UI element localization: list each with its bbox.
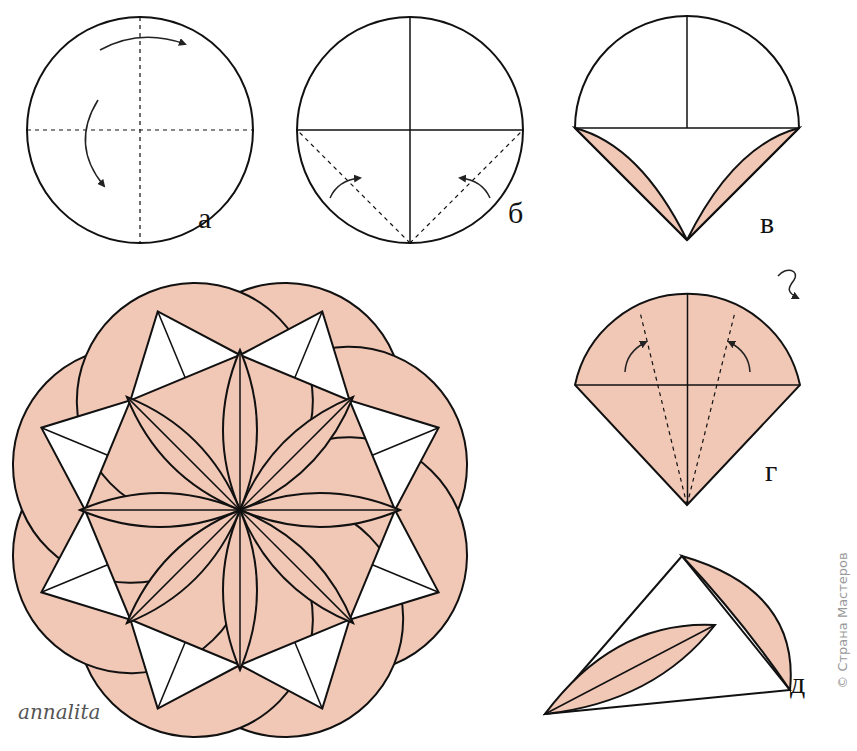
step-letter: д: [790, 668, 805, 698]
step-letter: б: [508, 198, 523, 228]
step-letter: в: [760, 208, 774, 238]
step-letter: г: [765, 456, 777, 486]
step-a: [27, 17, 253, 243]
step-letter: а: [198, 203, 211, 233]
watermark: © Страна Мастеров: [836, 552, 849, 688]
step-b: [297, 17, 523, 243]
finished-rosette: [0, 247, 503, 751]
step-d: [545, 556, 791, 714]
flip-symbol: [778, 270, 798, 298]
author-signature: annalita: [18, 702, 100, 722]
step-v: [575, 16, 799, 240]
step-g: [575, 294, 800, 505]
